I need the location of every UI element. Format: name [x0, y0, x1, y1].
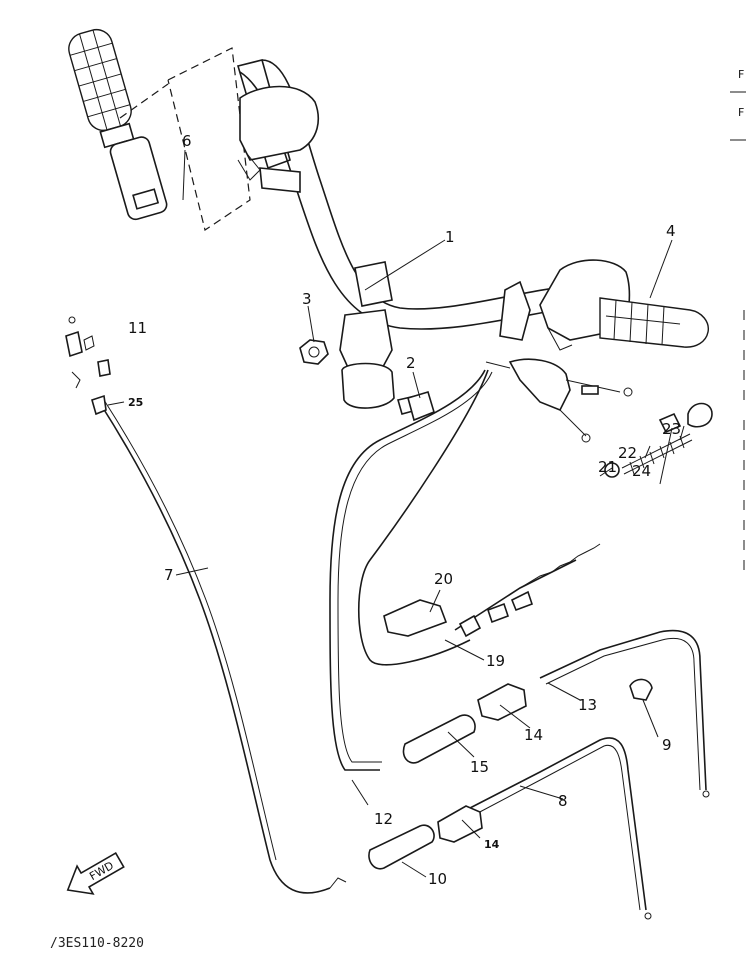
callout-19: 19	[486, 652, 505, 670]
bolt-part-2	[396, 391, 435, 422]
cable-part-7	[65, 316, 347, 894]
callout-4: 4	[666, 222, 676, 240]
forward-direction-arrow: FWD	[66, 851, 125, 895]
callout-1: 1	[445, 228, 455, 246]
callout-7: 7	[164, 566, 174, 584]
callout-9: 9	[662, 736, 672, 754]
left-grip-assembly	[68, 28, 251, 231]
callout-21: 21	[598, 458, 617, 476]
callout-11: 11	[128, 319, 147, 337]
callout-8: 8	[558, 792, 568, 810]
lower-cables	[368, 629, 710, 920]
callout-24: 24	[632, 462, 651, 480]
leader-lines	[107, 149, 685, 878]
callout-20: 20	[434, 570, 453, 588]
callout-3: 3	[302, 290, 312, 308]
callout-labels: 1 2 3 4 6 7 8 9 10 11 12 13 14 14 15 19 …	[128, 132, 681, 888]
callout-15: 15	[470, 758, 489, 776]
callout-23: 23	[662, 420, 681, 438]
handlebar	[236, 59, 631, 409]
right-grip	[599, 297, 709, 348]
callout-10: 10	[428, 870, 447, 888]
edge-letter-1: F	[738, 68, 744, 81]
callout-14-lower: 14	[484, 838, 500, 851]
callout-14-upper: 14	[524, 726, 543, 744]
callout-6: 6	[182, 132, 192, 150]
callout-13: 13	[578, 696, 597, 714]
callout-25: 25	[128, 396, 143, 409]
edge-letter-2: F	[738, 106, 744, 119]
right-edge-table: F F	[730, 68, 746, 570]
drawing-code: /3ES110-8220	[50, 936, 144, 951]
nut-part-3	[299, 339, 329, 365]
adjuster-assembly	[383, 402, 713, 638]
callout-12: 12	[374, 810, 393, 828]
throttle-cable-routing	[329, 358, 633, 771]
callout-22: 22	[618, 444, 637, 462]
callout-2: 2	[406, 354, 416, 372]
